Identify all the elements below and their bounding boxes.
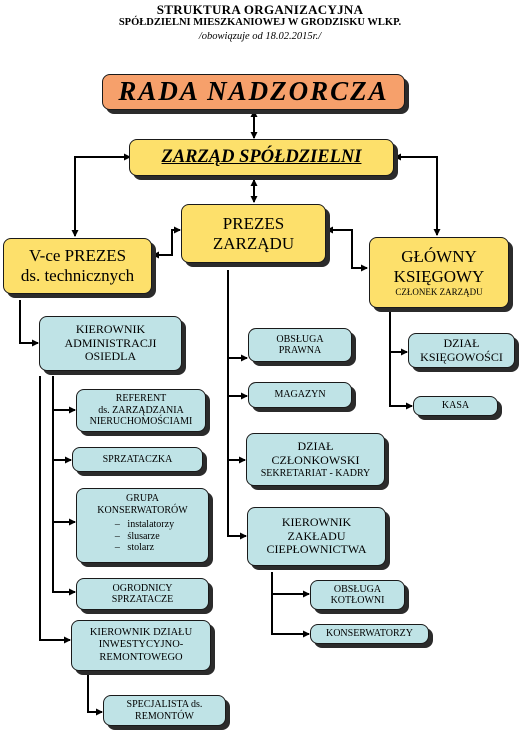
node-label-line2: KOTŁOWNI	[330, 595, 385, 606]
node-zarzad-spoldzielni: ZARZĄD SPÓŁDZIELNI	[129, 139, 394, 176]
node-label-line2: SPRZATACZE	[111, 594, 174, 605]
node-label: RADA NADZORCZA	[118, 76, 389, 107]
link-ciepl-konserwatorzy	[271, 594, 310, 638]
node-label-line2: ADMINISTRACJI	[64, 335, 157, 350]
node-label-line3: SEKRETARIAT - KADRY	[260, 467, 371, 479]
node-label: KASA	[441, 400, 470, 412]
node-sprzataczka: SPRZATACZKA	[72, 447, 203, 472]
link-adm-sprzataczka	[52, 410, 72, 464]
link-vce-kierownik-adm	[19, 300, 39, 347]
node-label-line2: ZARZĄDU	[212, 233, 295, 253]
node-label-line1: V-ce PREZES	[28, 246, 127, 266]
node-label-line3: REMONTOWEGO	[99, 651, 183, 663]
node-label-line1: GŁÓWNY	[401, 247, 477, 267]
link-zarzad-vce	[71, 153, 131, 237]
node-rada-nadzorcza: RADA NADZORCZA	[102, 74, 405, 110]
link-ksiegowy-kasa	[389, 352, 413, 410]
node-obsluga-kotlowni: OBSŁUGA KOTŁOWNI	[310, 580, 405, 610]
link-prezes-vce	[152, 226, 181, 259]
node-label-line3: NIERUCHOMOŚCIAMI	[89, 416, 193, 428]
node-label-line2: KSIĘGOWY	[393, 266, 485, 286]
link-adm-inwestycyjny	[39, 376, 71, 644]
node-label-line2: PRAWNA	[278, 345, 322, 356]
link-prezes-cieplownictwo	[227, 460, 247, 540]
link-ksiegowy-ksiegowosc	[389, 312, 408, 356]
link-ciepl-kotlownia	[271, 572, 310, 598]
node-label: ZARZĄD SPÓŁDZIELNI	[161, 146, 362, 167]
node-label-line1: REFERENT	[115, 393, 167, 405]
node-label: SPRZATACZKA	[102, 453, 173, 465]
node-kierownik-dzialu-inwestycyjnego: KIEROWNIK DZIAŁU INWESTYCYJNO- REMONTOWE…	[71, 620, 211, 671]
node-label-line1: DZIAŁ	[443, 335, 480, 350]
node-label-line2: REMONTÓW	[135, 710, 194, 722]
node-label-line2: KSIĘGOWOŚCI	[420, 349, 503, 364]
link-prezes-czlonkowski	[227, 396, 246, 464]
node-prezes-zarzadu: PREZES ZARZĄDU	[181, 204, 326, 263]
node-glowny-ksiegowy: GŁÓWNY KSIĘGOWY CZŁONEK ZARZĄDU	[369, 237, 509, 308]
node-label-line1: DZIAŁ	[297, 438, 334, 453]
link-prezes-magazyn	[227, 358, 248, 400]
node-label-line2: INWESTYCYJNO-	[98, 639, 184, 651]
node-label-line1: OGRODNICY	[112, 582, 173, 594]
node-specjalista-ds-remontow: SPECJALISTA ds. REMONTÓW	[103, 695, 226, 726]
link-prezes-ksiegowy	[326, 226, 368, 272]
node-obsluga-prawna: OBSŁUGA PRAWNA	[248, 328, 352, 362]
effective-date-note: /obowiązuje od 18.02.2015r./	[198, 31, 322, 42]
link-inw-specjalista	[87, 675, 103, 716]
node-kierownik-zakladu-cieplownictwa: KIEROWNIK ZAKŁADU CIEPŁOWNICTWA	[247, 507, 386, 566]
node-label-line1: OBSŁUGA	[276, 333, 324, 345]
node-label-line2: KONSERWATORÓW	[97, 504, 188, 516]
node-dzial-czlonkowski: DZIAŁ CZŁONKOWSKI SEKRETARIAT - KADRY	[246, 433, 385, 486]
konserwatorzy-list: – instalatorzy – ślusarze – stolarz	[111, 519, 174, 554]
node-vce-prezes: V-ce PREZES ds. technicznych	[3, 238, 152, 294]
node-label-line1: KIEROWNIK DZIAŁU	[89, 627, 193, 639]
link-adm-referent	[52, 376, 76, 414]
node-label-line2: ds. technicznych	[20, 266, 135, 285]
node-label-line1: KIEROWNIK	[281, 514, 352, 529]
node-dzial-ksiegowosci: DZIAŁ KSIĘGOWOŚCI	[408, 333, 515, 368]
node-kasa: KASA	[413, 396, 498, 416]
node-label-line1: KIEROWNIK	[75, 321, 146, 336]
chart-title: STRUKTURA ORGANIZACYJNA	[156, 2, 364, 17]
node-ogrodnicy-sprzatacze: OGRODNICY SPRZATACZE	[76, 578, 209, 610]
node-label-line1: GRUPA	[126, 493, 159, 504]
node-grupa-konserwatorow: GRUPA KONSERWATORÓW – instalatorzy – ślu…	[76, 488, 209, 563]
node-label-line1: SPECJALISTA ds.	[126, 699, 203, 710]
node-label-line1: OBSŁUGA	[333, 583, 382, 595]
node-label-line1: PREZES	[222, 213, 285, 233]
node-label: KONSERWATORZY	[325, 628, 414, 640]
node-konserwatorzy: KONSERWATORZY	[310, 624, 429, 644]
node-kierownik-administracji: KIEROWNIK ADMINISTRACJI OSIEDLA	[39, 316, 182, 371]
node-referent: REFERENT ds. ZARZĄDZANIA NIERUCHOMOŚCIAM…	[76, 389, 206, 432]
link-adm-grupa	[52, 460, 76, 526]
chart-subtitle: SPÓŁDZIELNI MIESZKANIOWEJ W GRODZISKU WL…	[118, 17, 402, 28]
node-label: MAGAZYN	[274, 389, 326, 401]
list-item: – ślusarze	[114, 530, 160, 542]
list-item: – stolarz	[114, 542, 155, 553]
node-label-line2: CZŁONKOWSKI	[271, 452, 360, 467]
list-item: – instalatorzy	[114, 519, 175, 530]
link-prezes-obsluga-prawna	[227, 270, 248, 362]
node-label-line2: ds. ZARZĄDZANIA	[98, 404, 184, 416]
node-label-line2: ZAKŁADU	[287, 528, 346, 543]
link-adm-ogrodnicy	[52, 522, 76, 596]
node-label-line3: OSIEDLA	[84, 349, 137, 364]
node-label-line3: CIEPŁOWNICTWA	[266, 542, 367, 557]
node-label-line3: CZŁONEK ZARZĄDU	[395, 287, 483, 298]
link-zarzad-ksiegowy	[394, 153, 441, 236]
node-magazyn: MAGAZYN	[248, 382, 352, 408]
